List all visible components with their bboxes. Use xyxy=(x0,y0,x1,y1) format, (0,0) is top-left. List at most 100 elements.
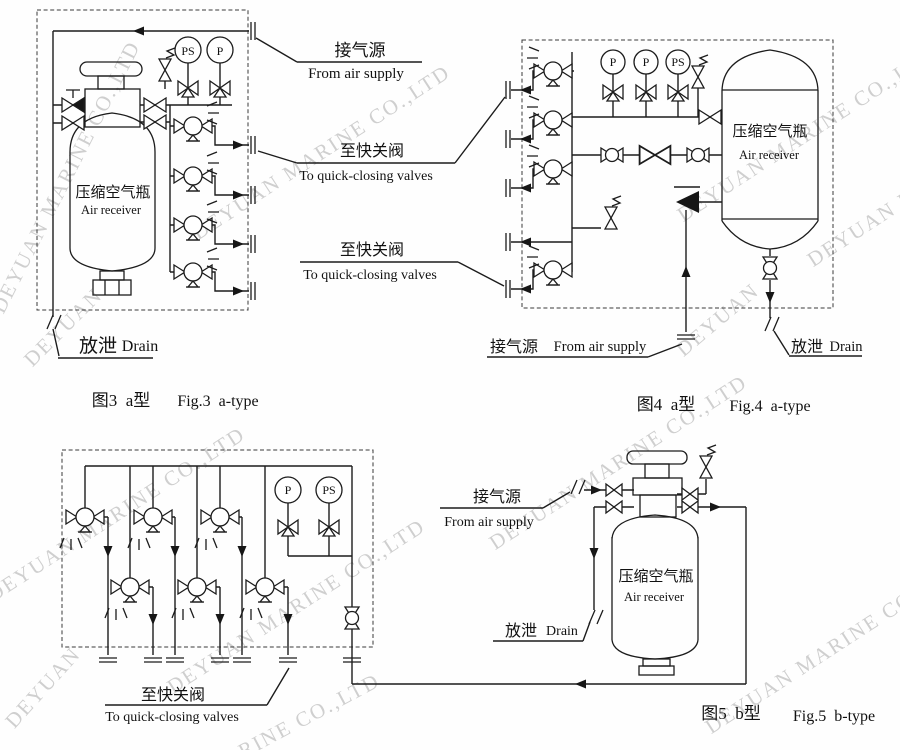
flow-arrow-icon xyxy=(681,266,691,277)
valve-icon xyxy=(605,483,623,497)
quick-closing-valve-icon xyxy=(533,110,573,136)
fig4-pipe-connections xyxy=(505,80,511,299)
fig3-diagram: 压缩空气瓶 Air receiver PS P xyxy=(36,9,506,410)
flow-arrow-icon xyxy=(520,134,531,144)
fig3-qcv2-label-zh: 至快关阀 xyxy=(340,241,404,259)
exhaust-marks-icon xyxy=(206,151,220,175)
flange-icon xyxy=(143,657,163,663)
flange-icon xyxy=(278,657,298,663)
fig5-gauge-p-label: P xyxy=(285,483,292,497)
flow-arrow-icon xyxy=(233,286,244,296)
fig3-gauges xyxy=(174,36,234,98)
pressure-switch-gauge-icon xyxy=(315,476,343,504)
flange-icon xyxy=(250,234,256,254)
exhaust-marks-icon xyxy=(526,95,540,119)
fig4-tank-label-en: Air receiver xyxy=(739,148,800,162)
fig4-caption-en: Fig.4 a-type xyxy=(729,398,810,415)
fig4-diagram: P P PS 压缩空气瓶 Air receiver 放泄 Drain xyxy=(487,39,863,415)
exhaust-marks-icon xyxy=(526,144,540,168)
flow-arrow-icon xyxy=(765,292,775,303)
fig3-caption-en: Fig.3 a-type xyxy=(177,393,258,410)
globe-valve-icon xyxy=(344,606,360,630)
fig4-gauge-p2-label: P xyxy=(643,55,650,69)
exhaust-marks-icon xyxy=(127,537,151,551)
fig5-tank-label-en: Air receiver xyxy=(624,590,685,604)
fig5-air-receiver-tank xyxy=(611,450,699,676)
flange-icon xyxy=(98,657,118,663)
flange-icon xyxy=(505,129,511,149)
pressure-gauge-icon xyxy=(274,476,302,504)
fig4-tank-label-zh: 压缩空气瓶 xyxy=(732,123,807,140)
fig3-drain-label-zh: 放泄 xyxy=(79,335,117,357)
flange-icon xyxy=(505,178,511,198)
valve-icon xyxy=(698,109,722,125)
quick-closing-valve-icon xyxy=(173,166,213,192)
fig5-caption-en: Fig.5 b-type xyxy=(793,708,875,725)
fig3-qcv2-label-en: To quick-closing valves xyxy=(303,268,437,283)
valve-icon xyxy=(638,144,672,166)
fig3-qcv1-label-zh: 至快关阀 xyxy=(340,142,404,160)
quick-closing-valve-icon xyxy=(533,159,573,185)
valve-icon xyxy=(143,114,167,130)
pressure-gauge-icon xyxy=(206,36,234,64)
fig3-tank-label-en: Air receiver xyxy=(81,203,142,217)
flow-arrow-icon xyxy=(233,140,244,150)
fig4-gauges xyxy=(600,49,691,102)
fig4-supply-label-en: From air supply xyxy=(554,339,647,355)
valve-icon xyxy=(605,500,623,514)
flange-icon xyxy=(250,281,256,301)
exhaust-marks-icon xyxy=(526,46,540,70)
watermark-text: DEYUAN xyxy=(671,278,764,361)
fig4-boundary-box xyxy=(521,39,834,309)
flange-icon xyxy=(165,657,185,663)
watermark-text: DEYUAN xyxy=(0,642,85,733)
fig5-boundary-box xyxy=(61,449,374,648)
pressure-gauge-icon xyxy=(633,49,659,75)
fig3-tank-label-zh: 压缩空气瓶 xyxy=(75,184,150,201)
fig4-drain-leader xyxy=(773,330,862,357)
fig5-transfer-pipe xyxy=(352,506,747,685)
quick-closing-valve-icon xyxy=(173,116,213,142)
fig3-caption-zh: 图3 a型 xyxy=(92,391,151,410)
fig3-qcv1-leader xyxy=(257,96,506,164)
quick-closing-valve-icon xyxy=(173,262,213,288)
watermark-text: DEYUAN MARINE CO.,LTD xyxy=(163,514,430,699)
valve-icon xyxy=(681,487,699,501)
exhaust-marks-icon xyxy=(206,247,220,271)
fig5-supply-leader xyxy=(440,491,571,509)
fig5-qcv-label-zh: 至快关阀 xyxy=(141,686,205,704)
fig4-gauge-p1-label: P xyxy=(610,55,617,69)
exhaust-marks-icon xyxy=(194,537,218,551)
fig4-gauge-ps-label: PS xyxy=(671,55,684,69)
flange-icon xyxy=(505,279,511,299)
relief-valve-icon xyxy=(604,195,622,230)
fig5-gauge-ps-label: PS xyxy=(322,483,335,497)
fig3-air-receiver-tank xyxy=(69,61,156,296)
fig5-drain-label-zh: 放泄 xyxy=(505,622,537,640)
relief-valve-icon xyxy=(158,47,176,82)
fig3-supply-label-en: From air supply xyxy=(308,66,404,82)
fig4-drain-label-zh: 放泄 xyxy=(791,338,823,356)
quick-closing-valve-icon xyxy=(177,577,217,603)
fig3-drain-label-en: Drain xyxy=(122,338,158,355)
flange-icon xyxy=(505,232,511,252)
fig3-qcv2-leader xyxy=(300,261,505,287)
fig3-drain-leader xyxy=(52,328,153,359)
fig4-quick-closing-valves xyxy=(526,46,573,286)
fig3-quick-closing-valves xyxy=(173,101,220,288)
fig5-tank-label-zh: 压缩空气瓶 xyxy=(618,568,693,585)
flow-arrow-icon xyxy=(133,26,144,36)
fig3-boundary-box xyxy=(36,9,249,311)
fig3-supply-label-zh: 接气源 xyxy=(335,41,386,60)
fig4-supply-label-zh: 接气源 xyxy=(490,338,538,356)
flange-icon xyxy=(505,80,511,100)
quick-closing-valve-icon xyxy=(533,260,573,286)
fig5-drain-leader xyxy=(493,621,591,642)
pressure-switch-gauge-icon xyxy=(665,49,691,75)
fig5-qcv-leader xyxy=(105,667,290,706)
flange-icon xyxy=(232,657,252,663)
relief-valve-icon xyxy=(699,444,717,479)
globe-valve-icon xyxy=(762,256,778,280)
